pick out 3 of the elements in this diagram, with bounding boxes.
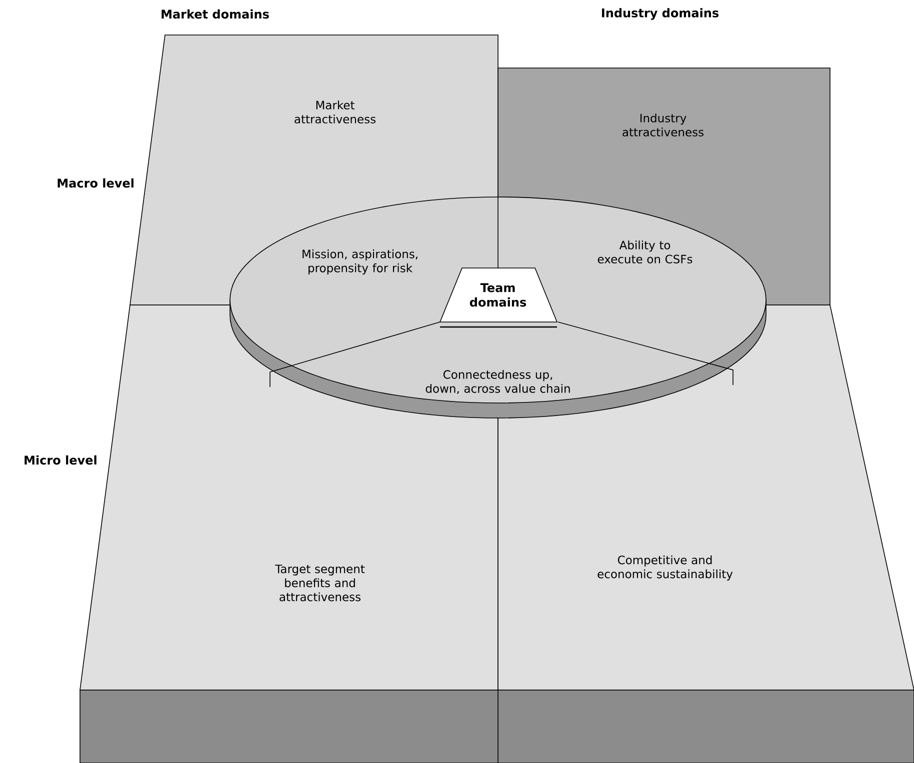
- axis-heading: Industry domains: [602, 8, 719, 20]
- platform-front: [80, 690, 914, 763]
- axis-heading: Market domains: [162, 9, 269, 19]
